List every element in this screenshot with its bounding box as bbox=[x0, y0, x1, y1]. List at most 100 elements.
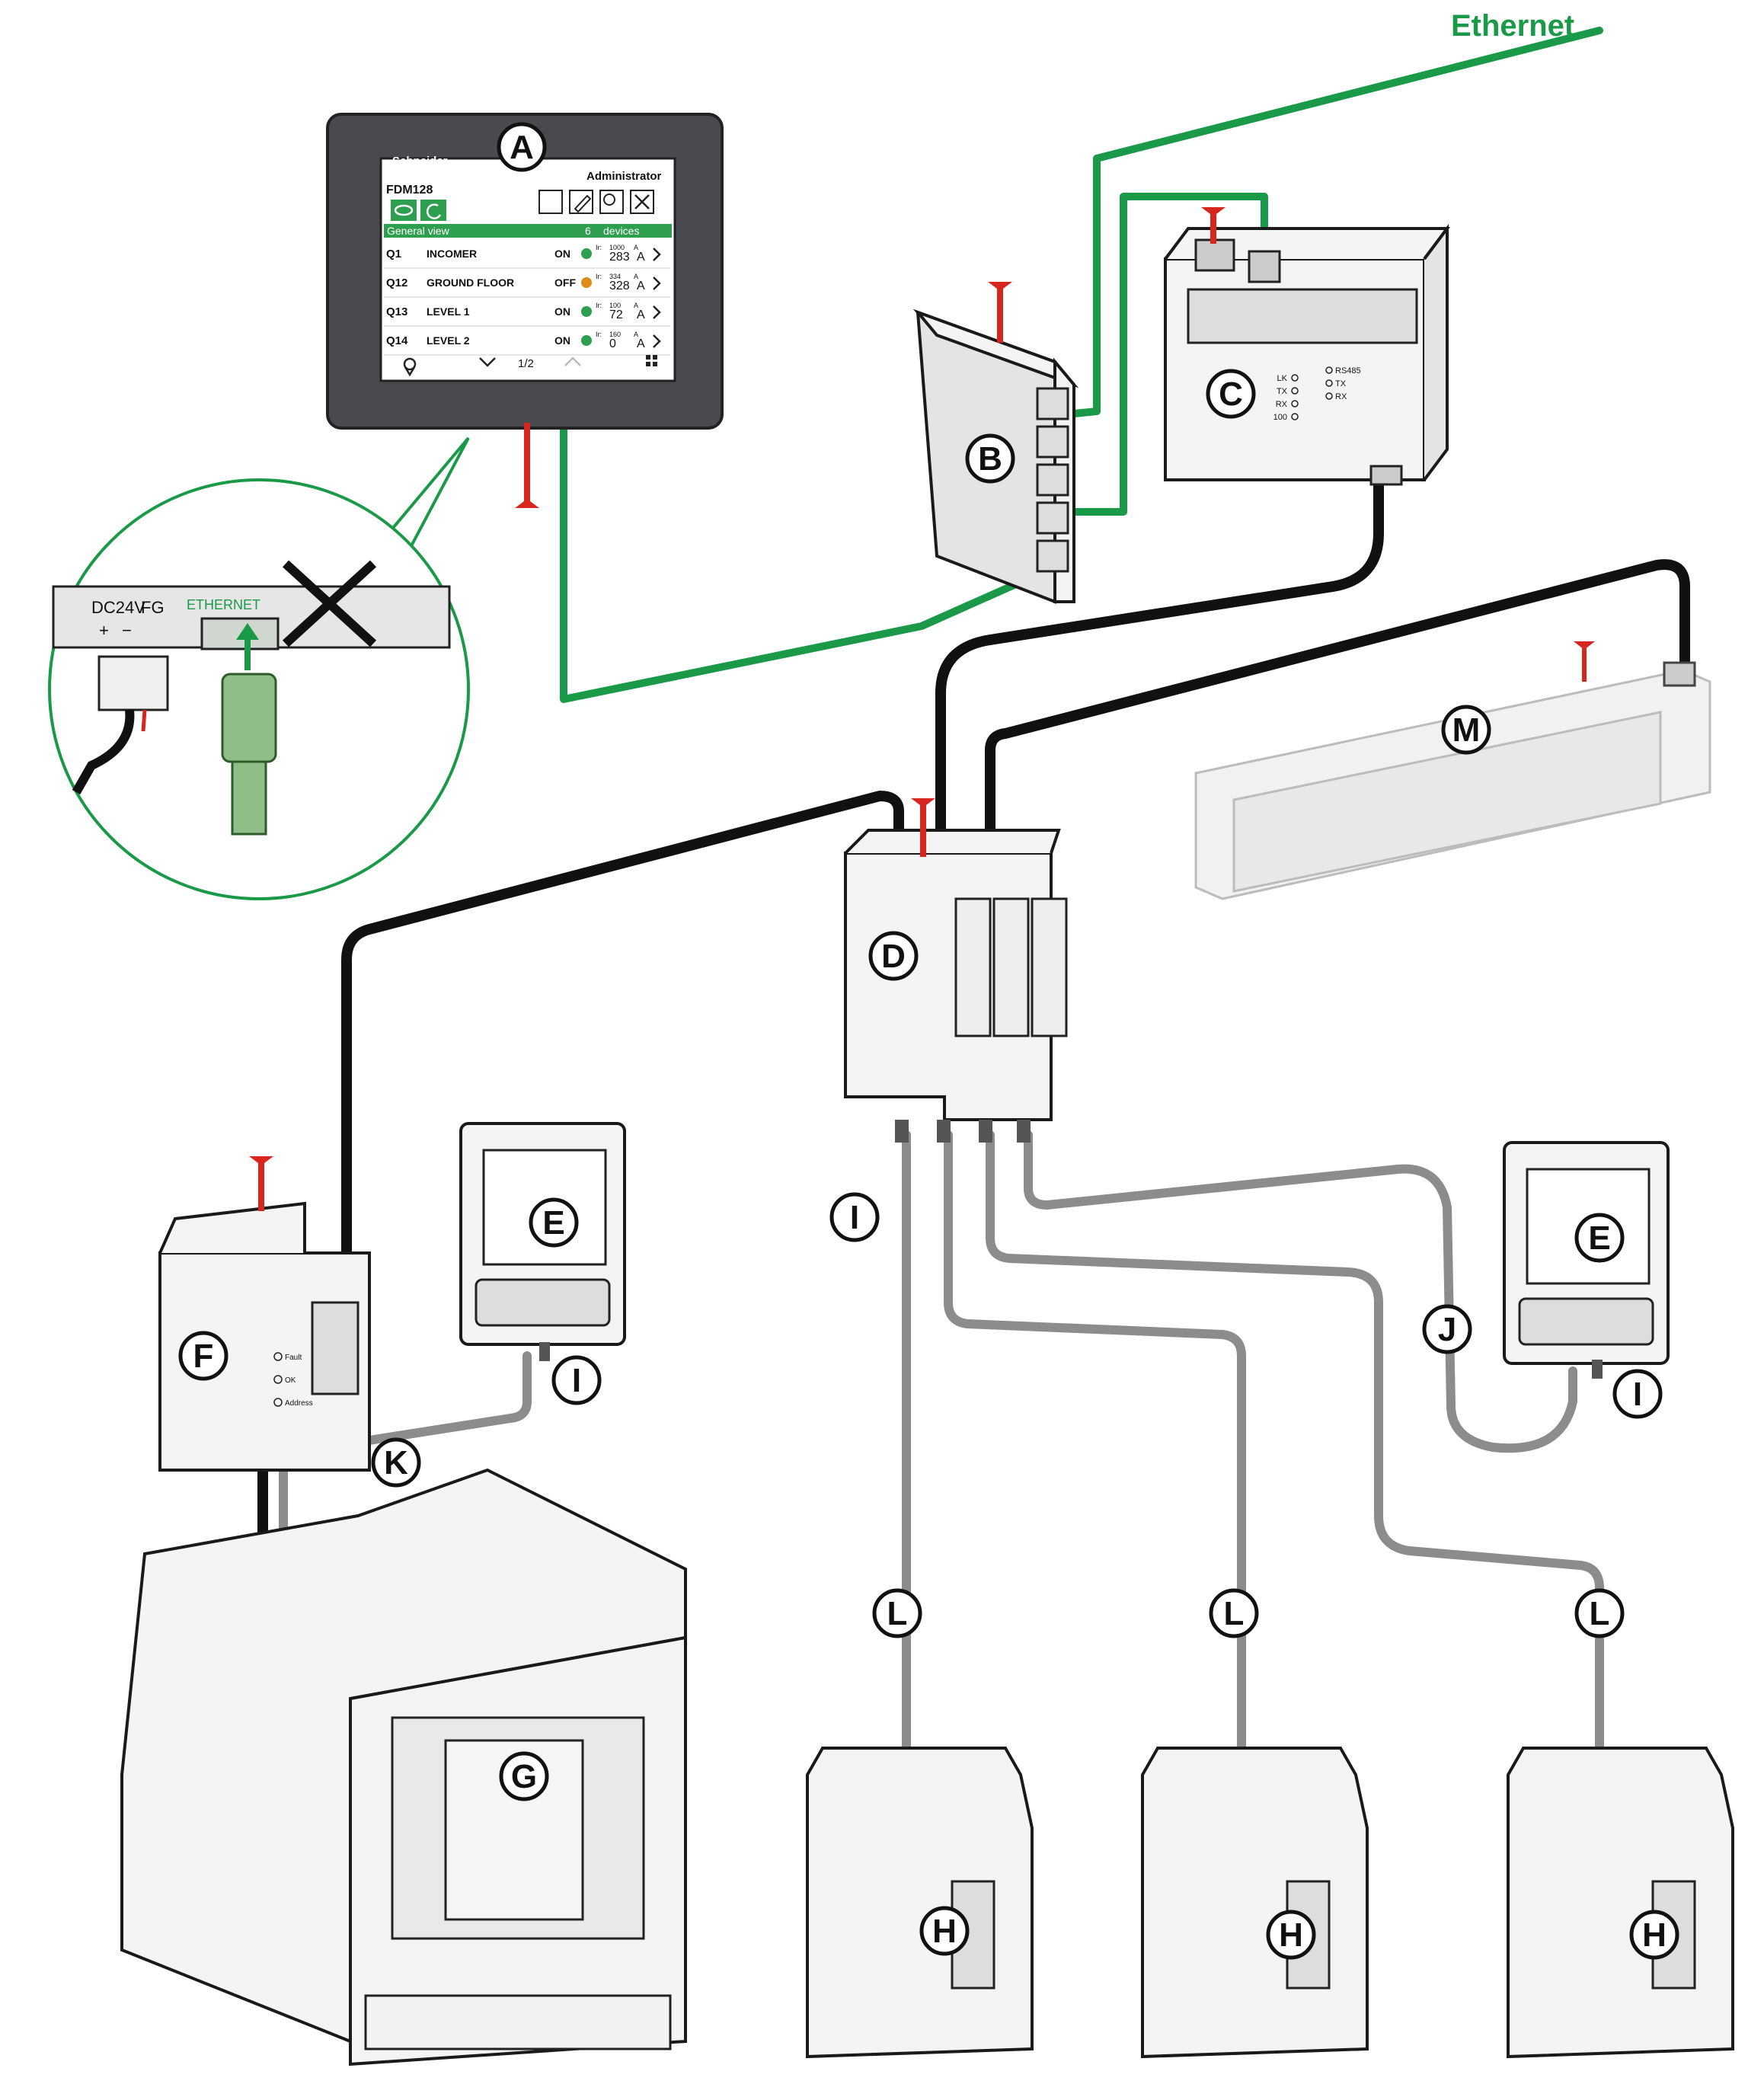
ear-icon[interactable] bbox=[538, 190, 563, 214]
callout-letter: F bbox=[193, 1338, 214, 1375]
callout-circle bbox=[1422, 1304, 1472, 1354]
hmi-row-id: Q12 bbox=[386, 276, 407, 289]
e-left-ulp-port[interactable] bbox=[539, 1342, 550, 1361]
callout-circle bbox=[551, 1355, 602, 1405]
callout-circle bbox=[965, 433, 1015, 484]
inset-insert-arrow-head bbox=[236, 623, 259, 640]
chevron-right-icon[interactable] bbox=[653, 248, 661, 261]
chevron-down-icon[interactable] bbox=[479, 357, 496, 367]
magnifier-icon[interactable] bbox=[599, 190, 624, 214]
d-ulp-port-2[interactable] bbox=[937, 1120, 951, 1143]
hmi-row-ir-label: Ir: bbox=[596, 331, 602, 338]
f-led-label: Fault bbox=[285, 1354, 302, 1362]
callout-letter: K bbox=[384, 1444, 408, 1481]
hmi-row-state: OFF bbox=[554, 276, 576, 289]
switch-port-2[interactable] bbox=[1036, 425, 1069, 459]
ulp-d-to-h3-cable bbox=[986, 1130, 1604, 1848]
pencil-icon-shape bbox=[574, 194, 592, 213]
inset-power-connector bbox=[97, 655, 169, 711]
hmi-row-current: 72 bbox=[609, 308, 623, 321]
terminator-icon bbox=[911, 798, 935, 857]
switch-port-5[interactable] bbox=[1036, 539, 1069, 573]
e-left-keypad[interactable] bbox=[475, 1278, 611, 1327]
switch-port-3[interactable] bbox=[1036, 463, 1069, 497]
callout-e: E bbox=[1574, 1213, 1625, 1263]
chevron-right-icon[interactable] bbox=[653, 334, 661, 348]
switch-port-1[interactable] bbox=[1036, 387, 1069, 420]
chevron-right-icon[interactable] bbox=[653, 276, 661, 290]
callout-circle bbox=[1441, 705, 1491, 755]
callout-letter: I bbox=[572, 1362, 581, 1399]
refresh-icon-shape bbox=[426, 203, 442, 219]
gateway-ethernet-port[interactable] bbox=[1248, 250, 1281, 283]
ethernet-network-label: Ethernet bbox=[1451, 9, 1574, 43]
callout-letter: I bbox=[850, 1199, 859, 1236]
f-led bbox=[273, 1375, 283, 1384]
h3-body bbox=[1507, 1747, 1734, 2059]
ethernet-trunk-cable bbox=[1055, 27, 1603, 419]
hmi-user: Administrator bbox=[586, 170, 662, 183]
f-connectors[interactable] bbox=[311, 1301, 360, 1395]
callout-circle bbox=[1629, 1910, 1679, 1960]
callout-d: D bbox=[868, 931, 919, 981]
m-modbus-port[interactable] bbox=[1663, 661, 1696, 687]
front-display-e-right bbox=[1503, 1141, 1670, 1379]
grid-icon[interactable] bbox=[646, 355, 657, 366]
gateway-rs485-port[interactable] bbox=[1369, 465, 1403, 486]
magnifier-icon-shape bbox=[603, 193, 615, 206]
callout-circle bbox=[499, 1751, 549, 1801]
callout-m: M bbox=[1441, 705, 1491, 755]
hmi-row-current-unit: A bbox=[637, 280, 645, 292]
location-pin-icon[interactable] bbox=[403, 357, 417, 377]
hmi-row-ir: 160 bbox=[609, 331, 621, 338]
chevron-up-icon[interactable] bbox=[564, 356, 581, 366]
inset-fg-label: FG bbox=[141, 598, 165, 617]
callout-e: E bbox=[529, 1197, 579, 1248]
f-led-label: Address bbox=[285, 1399, 313, 1408]
gateway-led-label: TX bbox=[1277, 387, 1288, 396]
e-right-ulp-port[interactable] bbox=[1592, 1360, 1603, 1379]
inset-power-minus: − bbox=[122, 621, 132, 640]
hmi-brand-name: Schneider bbox=[392, 155, 448, 168]
switch-port-4[interactable] bbox=[1036, 501, 1069, 535]
hmi-row-ir-label: Ir: bbox=[596, 273, 602, 280]
d-ulp-port-1[interactable] bbox=[895, 1120, 909, 1143]
e-right-keypad[interactable] bbox=[1518, 1297, 1654, 1346]
hmi-row-ir-label: Ir: bbox=[596, 244, 602, 251]
gateway-led bbox=[1291, 413, 1299, 420]
tools-icon[interactable] bbox=[630, 190, 654, 214]
d-ulp-port-4[interactable] bbox=[1017, 1120, 1031, 1143]
callout-letter: L bbox=[1224, 1595, 1245, 1632]
interface-modules-d bbox=[844, 798, 1068, 1143]
connection-detail-inset: DC24V + − FG ETHERNET bbox=[48, 436, 470, 900]
status-icon bbox=[581, 335, 592, 346]
callout-j: J bbox=[1422, 1304, 1472, 1354]
callout-letter: A bbox=[510, 129, 534, 166]
terminator-icon bbox=[1201, 207, 1226, 244]
gateway-led bbox=[1291, 400, 1299, 408]
hmi-row-ir: 1000 bbox=[609, 244, 625, 251]
callout-circle bbox=[1206, 369, 1256, 419]
callout-letter: L bbox=[1590, 1595, 1610, 1632]
gateway-power-terminal[interactable] bbox=[1194, 238, 1235, 272]
chevron-right-icon[interactable] bbox=[653, 305, 661, 319]
hmi-model: FDM128 bbox=[386, 184, 433, 197]
callout-letter: D bbox=[881, 938, 906, 975]
inset-ethernet-port[interactable] bbox=[200, 617, 280, 650]
callout-letter: C bbox=[1219, 376, 1243, 413]
callout-circle bbox=[868, 931, 919, 981]
callout-h: H bbox=[919, 1906, 970, 1956]
hmi-row-current: 0 bbox=[609, 337, 616, 350]
callout-circle bbox=[497, 122, 547, 172]
callout-letter: H bbox=[1642, 1916, 1667, 1954]
d-ulp-port-3[interactable] bbox=[979, 1120, 992, 1143]
gateway-led-label: RS485 bbox=[1335, 366, 1361, 376]
